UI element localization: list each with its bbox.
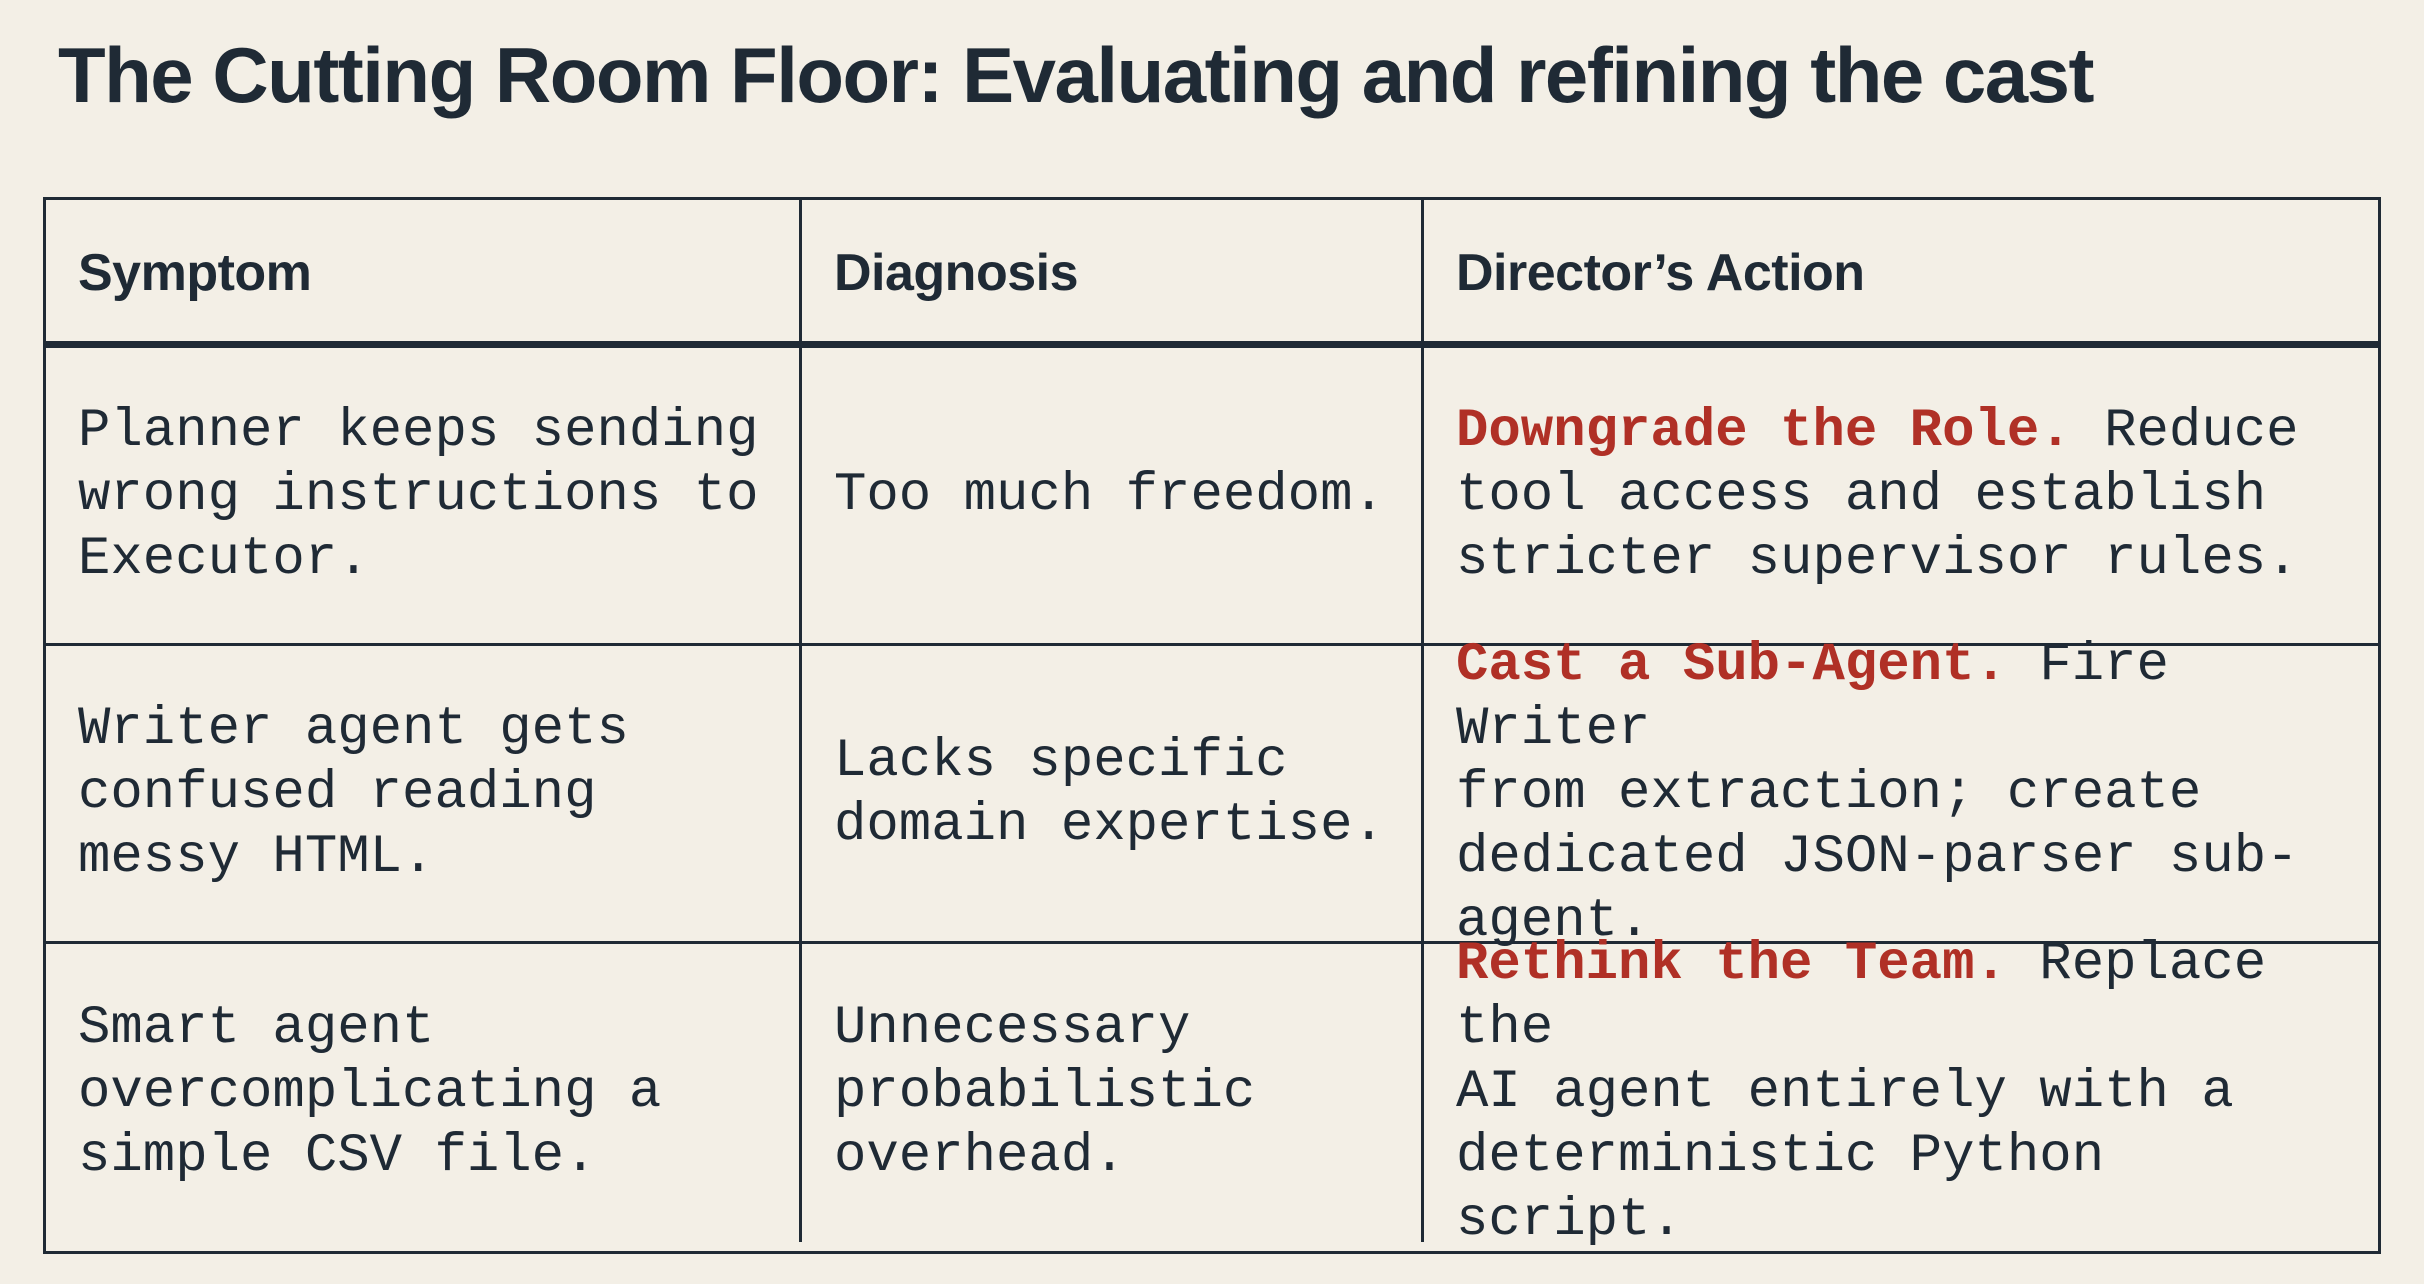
action-text-block: Downgrade the Role. Reduce tool access a… bbox=[1456, 400, 2299, 592]
page-title: The Cutting Room Floor: Evaluating and r… bbox=[58, 31, 2095, 119]
table-row: Writer agent gets confused reading messy… bbox=[46, 635, 2378, 952]
diagnosis-cell: Unnecessary probabilistic overhead. bbox=[802, 944, 1424, 1242]
symptom-text: Smart agent overcomplicating a simple CS… bbox=[78, 998, 662, 1187]
header-cell-directors-action: Director’s Action bbox=[1424, 200, 2378, 341]
action-description: Reduce tool access and establish stricte… bbox=[1456, 400, 2299, 590]
symptom-cell: Smart agent overcomplicating a simple CS… bbox=[46, 944, 802, 1242]
diagnosis-text: Too much freedom. bbox=[834, 464, 1385, 526]
diagnosis-text: Lacks specific domain expertise. bbox=[834, 730, 1385, 856]
header-cell-diagnosis: Diagnosis bbox=[802, 200, 1424, 341]
action-highlight: Cast a Sub-Agent. bbox=[1456, 634, 2007, 696]
action-highlight: Downgrade the Role. bbox=[1456, 400, 2072, 462]
evaluation-table: Symptom Diagnosis Director’s Action Plan… bbox=[43, 197, 2381, 1254]
header-cell-symptom: Symptom bbox=[46, 200, 802, 341]
symptom-cell: Planner keeps sending wrong instructions… bbox=[46, 348, 802, 643]
action-cell: Cast a Sub-Agent. Fire Writer from extra… bbox=[1424, 635, 2378, 952]
header-directors-action: Director’s Action bbox=[1456, 243, 1865, 302]
diagnosis-cell: Lacks specific domain expertise. bbox=[802, 646, 1424, 941]
symptom-text: Writer agent gets confused reading messy… bbox=[78, 698, 629, 888]
header-symptom: Symptom bbox=[78, 243, 312, 302]
table-header-row: Symptom Diagnosis Director’s Action bbox=[46, 200, 2378, 348]
symptom-cell: Writer agent gets confused reading messy… bbox=[46, 646, 802, 941]
action-highlight: Rethink the Team. bbox=[1456, 934, 2007, 995]
action-text-block: Cast a Sub-Agent. Fire Writer from extra… bbox=[1456, 634, 2358, 954]
action-description: Fire Writer from extraction; create dedi… bbox=[1456, 634, 2299, 952]
action-text-block: Rethink the Team. Replace the AI agent e… bbox=[1456, 933, 2358, 1253]
action-description: Replace the AI agent entirely with a det… bbox=[1456, 934, 2267, 1251]
diagnosis-cell: Too much freedom. bbox=[802, 348, 1424, 643]
table-row: Planner keeps sending wrong instructions… bbox=[46, 348, 2378, 646]
symptom-text: Planner keeps sending wrong instructions… bbox=[78, 400, 759, 590]
table-row: Smart agent overcomplicating a simple CS… bbox=[46, 934, 2378, 1251]
action-cell: Rethink the Team. Replace the AI agent e… bbox=[1424, 934, 2378, 1251]
header-diagnosis: Diagnosis bbox=[834, 243, 1079, 302]
diagnosis-text: Unnecessary probabilistic overhead. bbox=[834, 998, 1256, 1187]
action-cell: Downgrade the Role. Reduce tool access a… bbox=[1424, 348, 2378, 643]
